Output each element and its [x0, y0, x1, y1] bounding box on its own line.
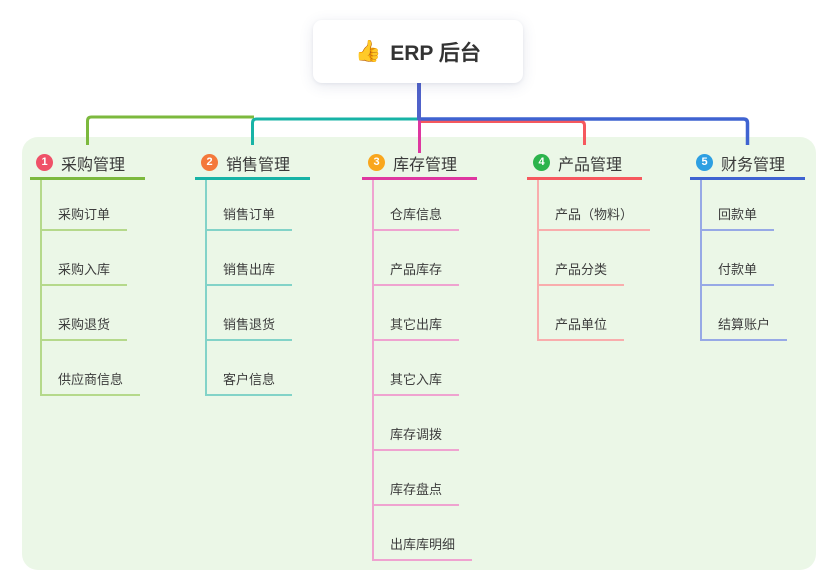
child-node-label: 供应商信息 [58, 372, 124, 387]
child-node[interactable]: 供应商信息 [40, 366, 141, 396]
child-node[interactable]: 产品库存 [372, 256, 460, 286]
child-node[interactable]: 出库库明细 [372, 531, 473, 561]
child-node-label: 销售订单 [223, 207, 276, 222]
child-node-label: 库存调拨 [390, 427, 443, 442]
child-node-label: 采购入库 [58, 262, 111, 277]
branch-node-label: 产品管理 [558, 156, 623, 174]
branch-node[interactable]: 4 产品管理 [527, 148, 642, 180]
child-connector-line [40, 180, 42, 396]
child-node[interactable]: 客户信息 [205, 366, 293, 396]
child-node-label: 产品分类 [555, 262, 608, 277]
child-node[interactable]: 其它入库 [372, 366, 460, 396]
branch-node-label: 财务管理 [721, 156, 786, 174]
child-node-label: 产品（物料） [555, 207, 634, 222]
numbered-badge-icon: 5 [696, 154, 713, 171]
child-node[interactable]: 结算账户 [700, 311, 788, 341]
child-connector-line [537, 180, 539, 341]
child-node[interactable]: 采购入库 [40, 256, 128, 286]
child-node-label: 出库库明细 [390, 537, 456, 552]
child-connector-line [700, 180, 702, 341]
child-node-label: 销售出库 [223, 262, 276, 277]
child-node[interactable]: 付款单 [700, 256, 775, 286]
child-node-label: 回款单 [718, 207, 758, 222]
branch-node-label: 销售管理 [226, 156, 291, 174]
branch-node[interactable]: 5 财务管理 [690, 148, 805, 180]
child-node-label: 付款单 [718, 262, 758, 277]
child-node[interactable]: 其它出库 [372, 311, 460, 341]
child-node[interactable]: 采购退货 [40, 311, 128, 341]
child-node[interactable]: 销售退货 [205, 311, 293, 341]
child-connector-line [205, 180, 207, 396]
child-connector-line [372, 180, 374, 561]
numbered-badge-icon: 4 [533, 154, 550, 171]
branch-node-label: 库存管理 [393, 156, 458, 174]
child-node-label: 客户信息 [223, 372, 276, 387]
child-node[interactable]: 采购订单 [40, 201, 128, 231]
child-node-label: 销售退货 [223, 317, 276, 332]
root-node[interactable]: 👍 ERP 后台 [313, 20, 523, 83]
child-node[interactable]: 产品分类 [537, 256, 625, 286]
root-node-label: ERP 后台 [390, 41, 481, 65]
child-node[interactable]: 产品单位 [537, 311, 625, 341]
child-node[interactable]: 产品（物料） [537, 201, 651, 231]
child-node-label: 其它出库 [390, 317, 443, 332]
child-node-label: 采购订单 [58, 207, 111, 222]
branch-node[interactable]: 3 库存管理 [362, 148, 477, 180]
child-node[interactable]: 库存盘点 [372, 476, 460, 506]
branch-node[interactable]: 2 销售管理 [195, 148, 310, 180]
child-node-label: 产品库存 [390, 262, 443, 277]
branch-node-label: 采购管理 [61, 156, 126, 174]
child-node-label: 其它入库 [390, 372, 443, 387]
branch-node[interactable]: 1 采购管理 [30, 148, 145, 180]
child-node-label: 产品单位 [555, 317, 608, 332]
numbered-badge-icon: 3 [368, 154, 385, 171]
child-node-label: 库存盘点 [390, 482, 443, 497]
child-node-label: 仓库信息 [390, 207, 443, 222]
child-node[interactable]: 库存调拨 [372, 421, 460, 451]
child-node[interactable]: 仓库信息 [372, 201, 460, 231]
child-node[interactable]: 回款单 [700, 201, 775, 231]
child-node-label: 结算账户 [718, 317, 771, 332]
child-node-label: 采购退货 [58, 317, 111, 332]
thumbs-up-icon: 👍 [355, 39, 382, 63]
child-node[interactable]: 销售出库 [205, 256, 293, 286]
child-node[interactable]: 销售订单 [205, 201, 293, 231]
numbered-badge-icon: 2 [201, 154, 218, 171]
numbered-badge-icon: 1 [36, 154, 53, 171]
canvas-panel [22, 137, 816, 570]
